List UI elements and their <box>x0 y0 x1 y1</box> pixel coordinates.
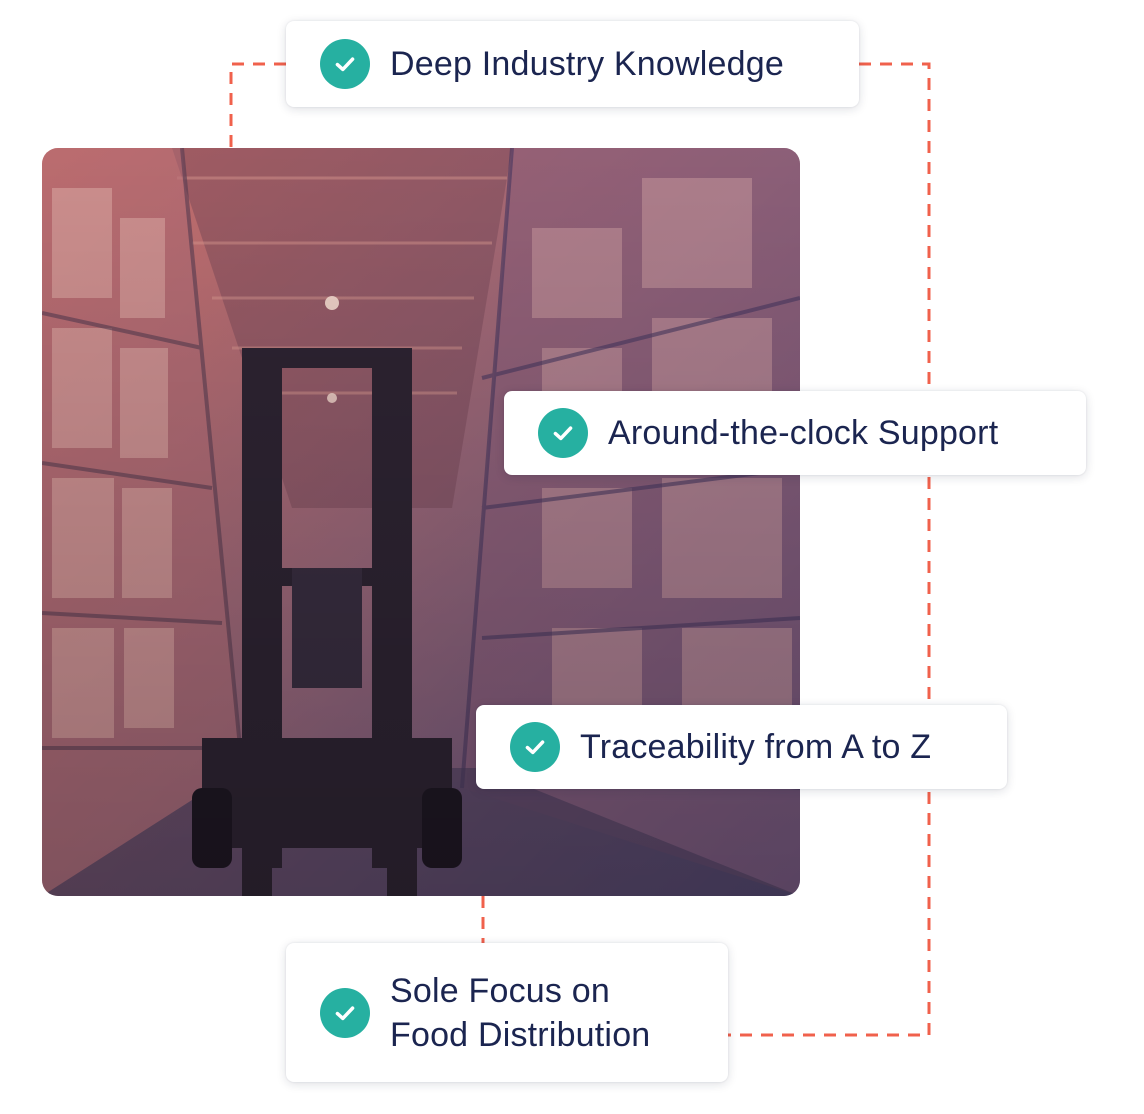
feature-card-traceability: Traceability from A to Z <box>476 705 1007 789</box>
check-circle-icon <box>320 987 370 1038</box>
feature-card-support: Around-the-clock Support <box>504 391 1086 475</box>
check-circle-icon <box>510 722 560 772</box>
check-circle-icon <box>538 408 588 458</box>
feature-label: Sole Focus on Food Distribution <box>390 971 651 1054</box>
feature-label: Deep Industry Knowledge <box>390 45 784 83</box>
feature-card-industry-knowledge: Deep Industry Knowledge <box>286 21 859 107</box>
feature-label: Traceability from A to Z <box>580 728 932 766</box>
check-circle-icon <box>320 39 370 89</box>
feature-card-food-distribution: Sole Focus on Food Distribution <box>286 943 728 1082</box>
feature-label: Around-the-clock Support <box>608 414 999 452</box>
connector-card1-left <box>229 62 286 148</box>
